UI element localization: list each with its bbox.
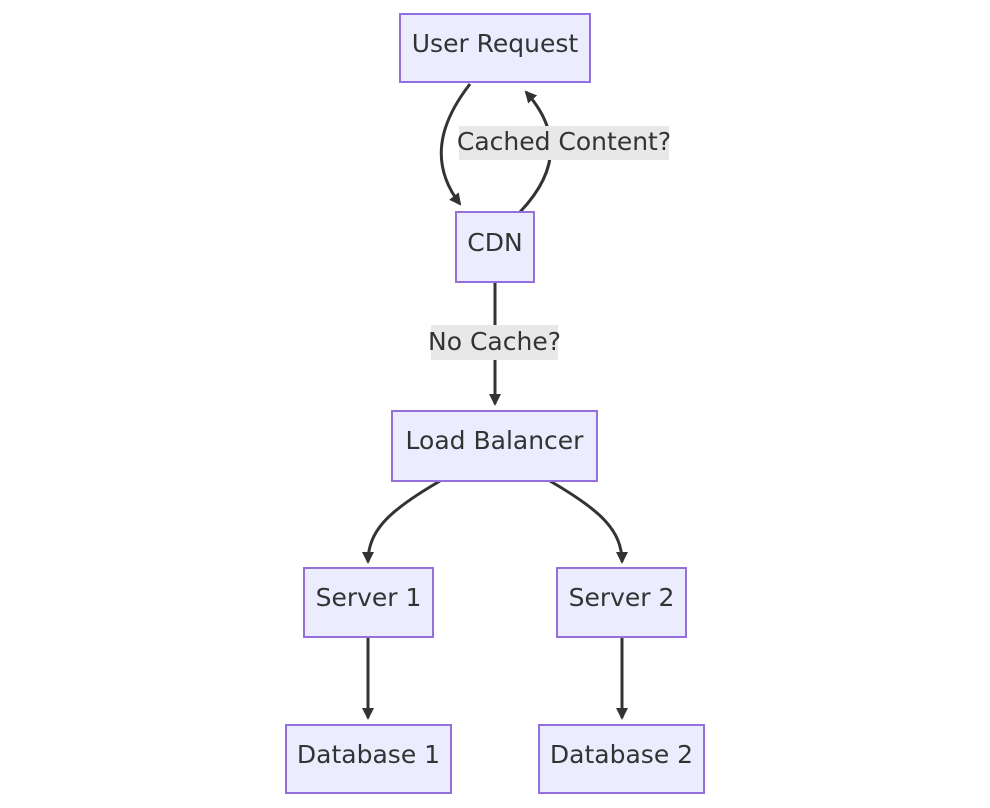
node-server-1: Server 1 [303,567,434,638]
edge-load-balancer-to-server-2 [549,479,628,564]
node-cdn-box [455,211,535,283]
node-database-2-box [538,724,705,794]
node-database-2: Database 2 [538,724,705,794]
node-server-2: Server 2 [556,567,687,638]
node-database-2-label: Database 2 [550,740,693,769]
node-database-1: Database 1 [285,724,452,794]
node-user-request: User Request [399,13,591,83]
node-cdn: CDN [455,211,535,283]
edge-label-no-cache-text: No Cache? [428,327,561,356]
node-load-balancer-box [391,410,598,482]
node-database-1-box [285,724,452,794]
node-user-request-box [399,13,591,83]
edge-label-no-cache-background [431,325,558,360]
node-load-balancer-label: Load Balancer [406,426,585,455]
node-user-request-label: User Request [412,29,579,58]
edge-user-request-to-cdn [439,83,472,206]
edge-label-cached-content: Cached Content? [457,126,671,160]
edge-line-user-request-to-cdn [439,83,472,206]
edge-label-cached-content-background [459,126,669,160]
edge-label-cached-content-text: Cached Content? [457,127,671,156]
node-load-balancer: Load Balancer [391,410,598,482]
edge-line-load-balancer-to-server-2 [549,479,628,564]
edge-label-no-cache: No Cache? [428,325,561,360]
edge-load-balancer-to-server-1 [362,479,441,564]
node-database-1-label: Database 1 [297,740,440,769]
node-server-1-box [303,567,434,638]
edge-line-load-balancer-to-server-1 [362,479,441,564]
node-server-2-box [556,567,687,638]
node-server-1-label: Server 1 [316,583,422,612]
node-cdn-label: CDN [467,228,522,257]
node-server-2-label: Server 2 [569,583,675,612]
